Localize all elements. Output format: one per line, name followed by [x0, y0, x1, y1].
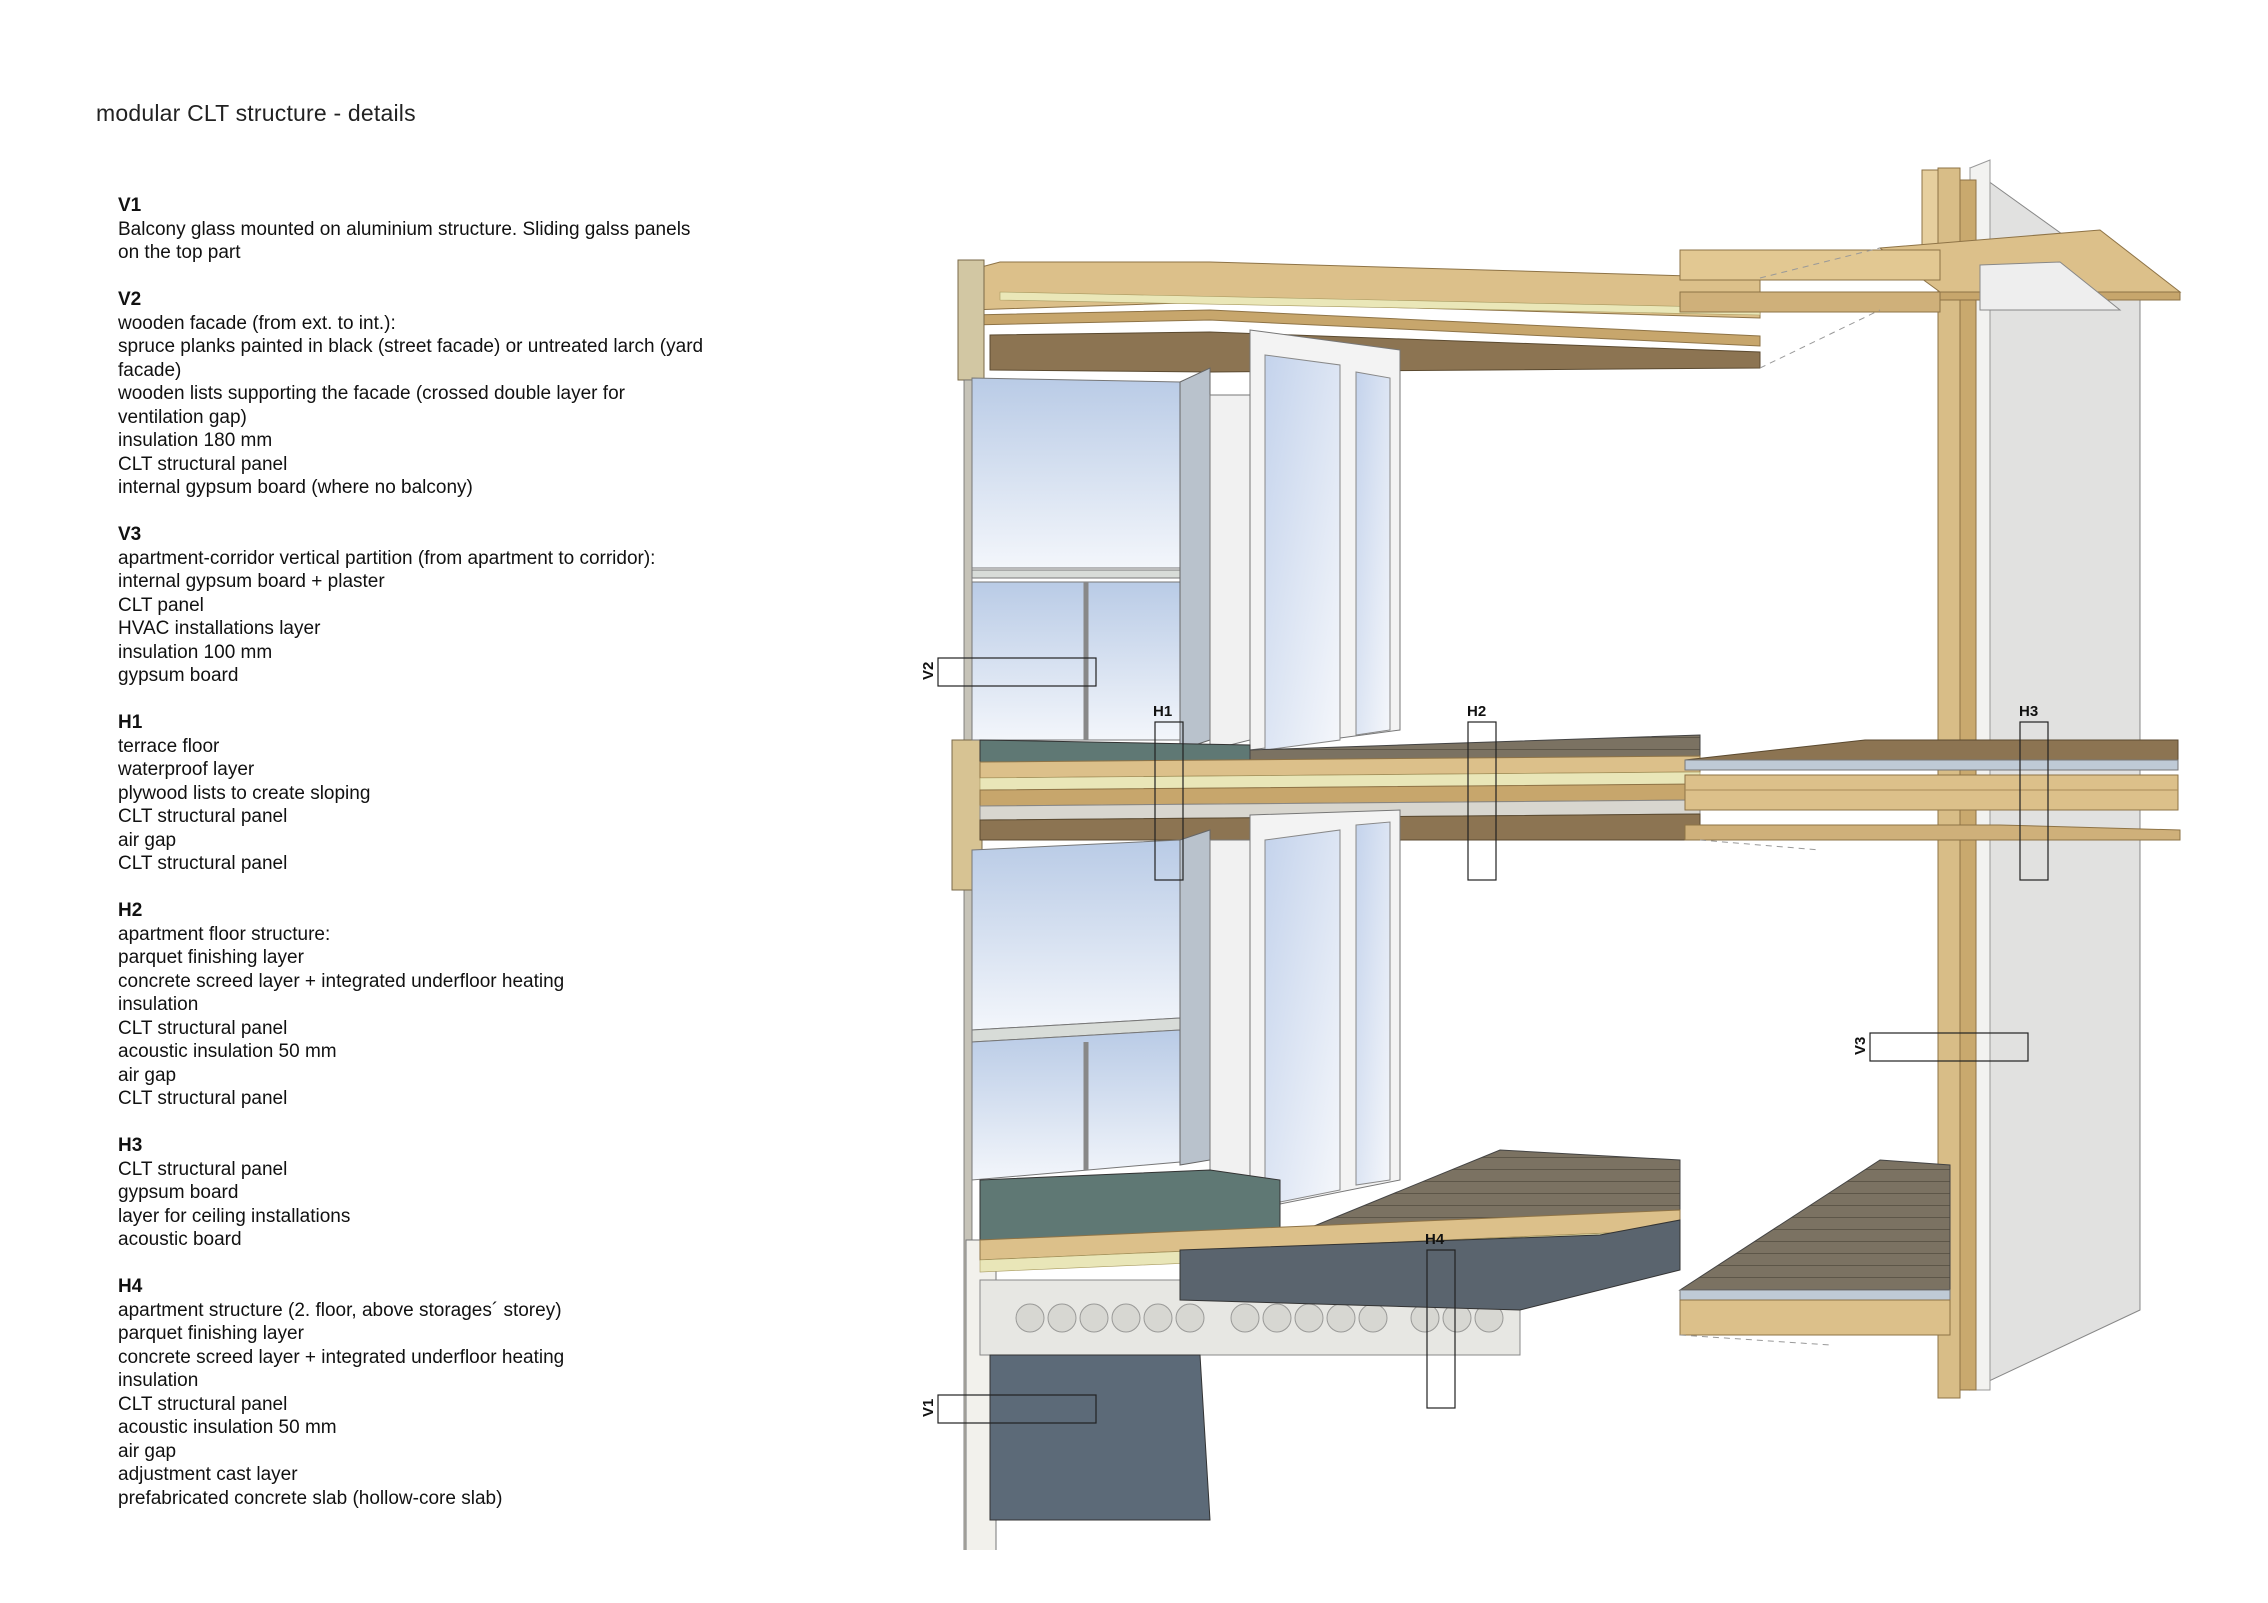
- legend-line: CLT structural panel: [118, 453, 288, 475]
- legend-line: apartment floor structure:: [118, 923, 331, 945]
- legend-code: H2: [118, 900, 143, 921]
- legend-line: prefabricated concrete slab (hollow-core…: [118, 1487, 503, 1509]
- legend-line: CLT structural panel: [118, 806, 288, 827]
- svg-text:H3: H3: [2019, 703, 2038, 720]
- middle-slab: [979, 734, 2181, 841]
- legend-line: layer for ceiling installations: [118, 1205, 351, 1227]
- legend-code: V1: [118, 195, 142, 216]
- legend-line: apartment structure (2. floor, above sto…: [118, 1299, 562, 1321]
- legend-line: acoustic board: [118, 1229, 242, 1250]
- legend-line: insulation 100 mm: [118, 641, 273, 663]
- lower-slab: [979, 1149, 1951, 1521]
- svg-text:V1: V1: [920, 1399, 937, 1417]
- legend-line: gypsum board: [118, 1182, 239, 1203]
- page-title: modular CLT structure - details: [96, 100, 416, 126]
- legend-code: V2: [118, 289, 142, 310]
- legend-line: internal gypsum board + plaster: [118, 571, 385, 592]
- upper-sliding-door: [1209, 329, 1401, 751]
- legend-code: H1: [118, 712, 143, 733]
- clt-section-drawing: V2 V1 V3 H1 H2 H3 H4: [920, 159, 2182, 1550]
- legend-line: CLT structural panel: [118, 1158, 288, 1180]
- legend-line: concrete screed layer + integrated under…: [118, 970, 565, 992]
- lower-balcony-glazing: [971, 829, 1211, 1181]
- detail-tag-h4: H4: [1425, 1231, 1456, 1409]
- svg-text:H4: H4: [1425, 1231, 1445, 1248]
- legend-line: concrete screed layer + integrated under…: [118, 1346, 565, 1368]
- legend-line: plywood lists to create sloping: [118, 782, 371, 804]
- legend-line: gypsum board: [118, 665, 239, 686]
- legend-line: HVAC installations layer: [118, 618, 321, 639]
- detail-tag-v1: V1: [920, 1394, 1097, 1424]
- legend-line: terrace floor: [118, 735, 220, 757]
- legend-line: internal gypsum board (where no balcony): [118, 477, 473, 498]
- legend-line: insulation: [118, 1370, 199, 1391]
- detail-tag-v2: V2: [920, 657, 1097, 687]
- upper-balcony-glazing: [971, 367, 1211, 751]
- legend-line: acoustic insulation 50 mm: [118, 1417, 337, 1438]
- svg-text:V3: V3: [1852, 1037, 1869, 1055]
- legend-line: CLT structural panel: [118, 1017, 288, 1039]
- legend-line: air gap: [118, 1064, 177, 1086]
- legend-line: air gap: [118, 829, 177, 851]
- legend-code: H3: [118, 1135, 143, 1156]
- legend-line: CLT panel: [118, 594, 204, 616]
- legend-line: insulation 180 mm: [118, 430, 273, 451]
- svg-text:H1: H1: [1153, 703, 1172, 720]
- legend-line: insulation: [118, 994, 199, 1015]
- legend-line: air gap: [118, 1440, 177, 1462]
- continuation-lines: [1679, 247, 1881, 1346]
- detail-tag-v3: V3: [1852, 1032, 2029, 1062]
- legend-line: spruce planks painted in black (street f…: [118, 336, 704, 357]
- legend-line: CLT structural panel: [118, 1393, 288, 1415]
- legend-code: V3: [118, 524, 142, 545]
- legend-line: wooden facade (from ext. to int.):: [118, 312, 396, 334]
- legend-line: adjustment cast layer: [118, 1464, 298, 1485]
- legend-line: parquet finishing layer: [118, 1323, 304, 1344]
- legend-code: H4: [118, 1276, 143, 1297]
- legend-line: facade): [118, 359, 182, 381]
- legend-line: wooden lists supporting the facade (cros…: [118, 383, 625, 404]
- legend-line: waterproof layer: [118, 759, 255, 780]
- legend-line: acoustic insulation 50 mm: [118, 1041, 337, 1062]
- legend-line: Balcony glass mounted on aluminium struc…: [118, 218, 691, 240]
- legend-line: parquet finishing layer: [118, 947, 304, 968]
- lower-sliding-door: [1209, 809, 1401, 1211]
- legend-line: apartment-corridor vertical partition (f…: [118, 547, 656, 569]
- detail-tag-h3: H3: [2019, 703, 2049, 881]
- svg-text:H2: H2: [1467, 703, 1486, 720]
- legend-line: ventilation gap): [118, 406, 247, 428]
- legend-line: CLT structural panel: [118, 853, 288, 874]
- legend-line: CLT structural panel: [118, 1088, 288, 1109]
- svg-text:V2: V2: [920, 662, 937, 680]
- hollow-core-voids: [1015, 1303, 1504, 1333]
- detail-tag-h1: H1: [1153, 703, 1184, 881]
- detail-tag-h2: H2: [1467, 703, 1497, 881]
- legend-line: on the top part: [118, 242, 241, 263]
